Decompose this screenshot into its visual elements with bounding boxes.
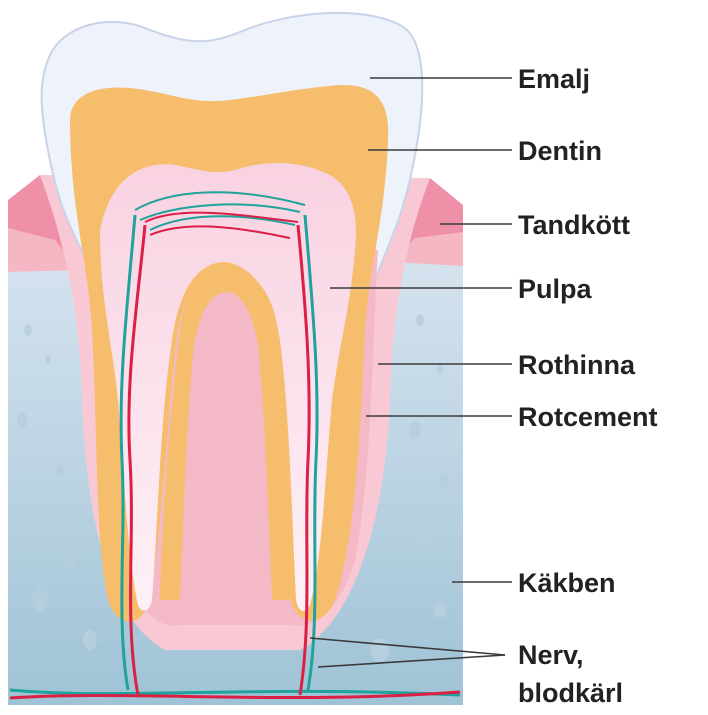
label-emalj: Emalj — [518, 64, 590, 94]
label-rothinna: Rothinna — [518, 350, 636, 380]
label-kakben: Käkben — [518, 568, 616, 598]
label-blodkarl: blodkärl — [518, 678, 623, 708]
label-rotcement: Rotcement — [518, 402, 658, 432]
label-pulpa: Pulpa — [518, 274, 592, 304]
label-nerv: Nerv, — [518, 640, 584, 670]
label-tandkott: Tandkött — [518, 210, 630, 240]
label-dentin: Dentin — [518, 136, 602, 166]
